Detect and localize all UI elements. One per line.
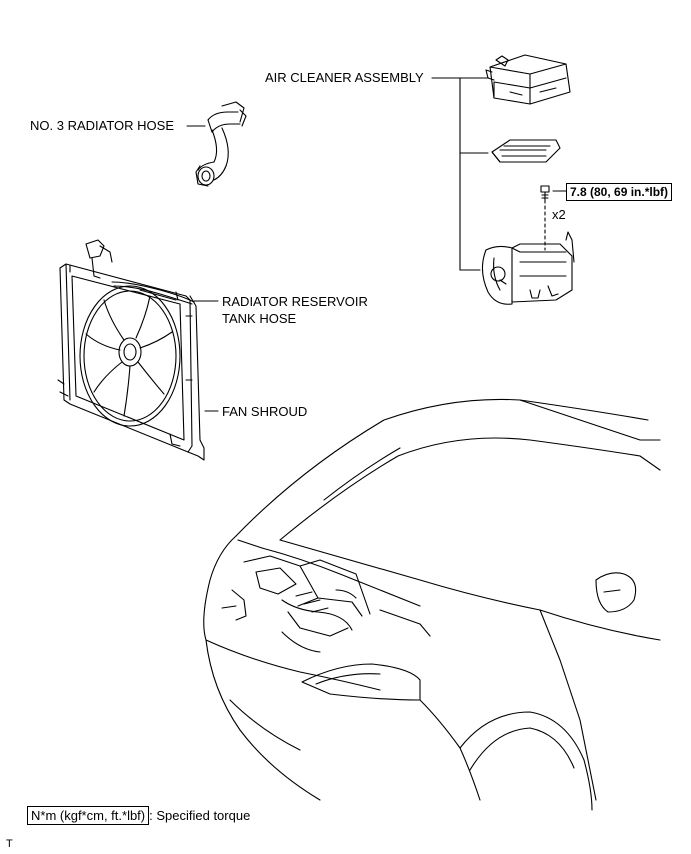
legend-unit-box: N*m (kgf*cm, ft.*lbf) bbox=[27, 806, 150, 825]
air-cleaner-cap bbox=[486, 55, 570, 104]
air-filter-element bbox=[492, 140, 560, 162]
legend-description: : Specified torque bbox=[149, 808, 251, 823]
fan-shroud bbox=[58, 240, 204, 460]
fan-shroud-label: FAN SHROUD bbox=[222, 404, 308, 419]
bolt-quantity-label: x2 bbox=[552, 207, 566, 222]
bolt bbox=[541, 186, 549, 200]
no3-radiator-hose-label: NO. 3 RADIATOR HOSE bbox=[30, 118, 174, 133]
torque-spec-box: 7.8 (80, 69 in.*lbf) bbox=[566, 183, 673, 201]
torque-legend: N*m (kgf*cm, ft.*lbf): Specified torque bbox=[27, 806, 251, 825]
air-cleaner-assembly-label: AIR CLEANER ASSEMBLY bbox=[265, 70, 424, 85]
radiator-reservoir-label-line2: TANK HOSE bbox=[222, 311, 297, 326]
radiator-reservoir-label-line1: RADIATOR RESERVOIR bbox=[222, 294, 368, 309]
leader-lines bbox=[187, 78, 566, 411]
vehicle-outline bbox=[204, 399, 660, 810]
air-cleaner-case bbox=[482, 232, 574, 304]
cooling-fan bbox=[80, 286, 180, 426]
radiator-hose-no3 bbox=[196, 102, 246, 186]
footer-mark: T bbox=[6, 838, 13, 850]
reservoir-tank-hose bbox=[112, 282, 194, 304]
